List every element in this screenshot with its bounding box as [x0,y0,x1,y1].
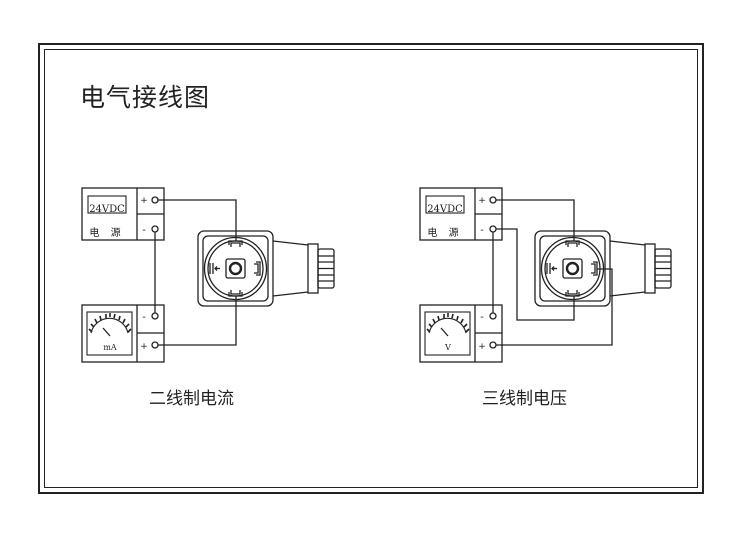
power-plus-sign-right: + [478,196,486,206]
meter-unit-left: mA [103,343,117,352]
two-wire-diagram [81,187,336,363]
meter-unit-right: V [444,343,451,352]
meter-minus-sign-left: - [142,312,146,323]
connector-plug-left [196,229,336,308]
meter-plus-sign-left: + [140,342,148,352]
power-voltage-left: 24VDC [89,204,125,215]
wire-power-minus-right [493,228,575,321]
wire-power-plus-right [493,199,575,241]
meter-plus-sign-right: + [478,342,486,352]
power-voltage-right: 24VDC [427,204,463,215]
terminal-meter-minus-left [151,312,159,320]
meter-box-right [419,304,503,363]
power-minus-sign-right: - [480,225,484,236]
terminal-power-plus-left [151,196,159,204]
outer-frame [38,43,704,494]
caption-two-wire: 二线制电流 [149,389,234,409]
wire-meter-plus-right [493,268,613,346]
meter-box-left [81,304,165,363]
power-label-left: 电 源 [89,226,124,239]
terminal-meter-plus-right [489,341,497,349]
caption-three-wire: 三线制电压 [482,389,567,409]
meter-minus-sign-right: - [480,312,484,323]
three-wire-diagram [419,187,673,363]
wire-meter-plus-left [155,296,237,346]
terminal-power-minus-left [151,225,159,233]
terminal-meter-minus-right [489,312,497,320]
inner-frame [44,49,698,488]
terminal-power-plus-right [489,196,497,204]
terminal-power-minus-right [489,225,497,233]
power-plus-sign-left: + [140,196,148,206]
power-minus-sign-left: - [142,225,146,236]
page-title: 电气接线图 [80,83,211,112]
power-label-right: 电 源 [427,226,462,239]
terminal-meter-plus-left [151,341,159,349]
wire-power-plus-left [155,199,237,241]
